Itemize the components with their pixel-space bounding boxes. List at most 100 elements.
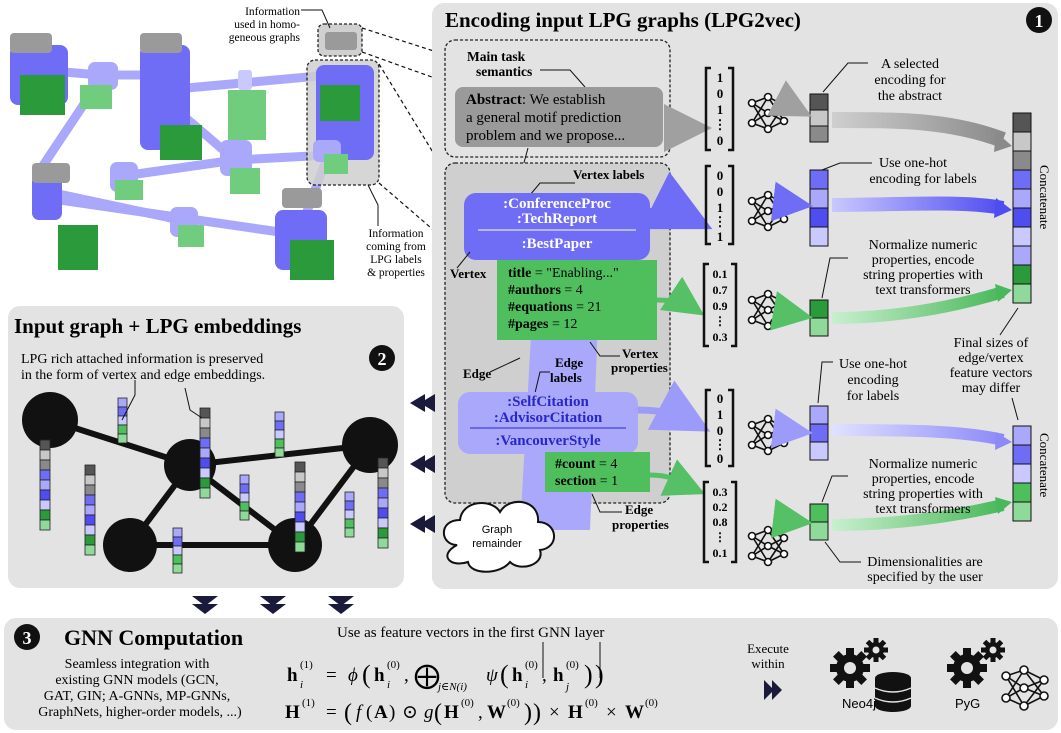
eq-symbol: f [356,702,364,723]
equation-message-passing: h (1) i = ϕ ( h (0) i , ⨁ j∈N(i) ψ ( h (… [287,659,604,693]
vector-value: 0 [717,184,724,199]
note-line: for labels [847,389,899,404]
vector-value: 1 [717,70,724,85]
vertex-label-list: :ConferenceProc :TechReport :BestPaper [478,196,636,252]
vertex-labels-input-arrow [640,171,713,230]
eq-paren: ) [533,700,541,726]
badge-number: 2 [378,349,387,369]
eq-symbol: = [326,665,337,686]
chevron-left-icon [410,394,425,412]
edge-property: #count = 4 [555,457,617,472]
graph-vertex [342,417,398,473]
vector-edge-props: 0.3 0.2 0.8 ⋮ 0.1 [702,480,738,564]
edge-embedding [172,527,183,574]
task-semantics-box [444,39,671,158]
arrowhead [995,497,1012,514]
note-onehot-vertex: Use one-hot encoding for labels [869,156,976,187]
top-lpg-graph: Information used in homo- geneous graphs… [10,6,426,280]
embedding-desc: in the form of vertex and edge embedding… [21,368,265,383]
encoding-title: Encoding input LPG graphs (LPG2vec) [445,8,801,32]
graph-vertex [88,62,118,90]
callout-line [591,493,622,513]
note-line: Normalize numeric [869,238,977,253]
note-line: the abstract [878,89,942,104]
abstract-line: Abstract: We establish [466,92,606,108]
badge-number: 3 [23,628,32,648]
callout-line [1011,397,1019,421]
badge-circle [369,345,395,371]
vector-value: 0.1 [713,546,728,560]
vertex-property-box [160,125,202,160]
gnn-desc-line: GraphNets, higher-order models, ...) [38,705,242,720]
vector-vertex-props: 0.1 0.7 0.9 ⋮ 0.3 [702,262,738,348]
vector-value: 0 [717,168,724,183]
vector-value: 0 [717,423,724,438]
chevron-down-icon [328,596,354,606]
vertex-label-box [140,33,182,53]
eq-paren: ( [344,700,352,726]
eq-operator: ⨁ [414,661,440,690]
note-normalize-vertex: Normalize numeric properties, encode str… [863,238,983,298]
vector-value: 1 [717,407,724,422]
nn-output-arrows [767,80,813,539]
eq-symbol: H [444,702,459,723]
vertex-embedding [377,457,389,549]
vertex-label: :TechReport [517,211,597,227]
vertex-property-box [324,154,348,174]
eq-subscript: j∈N(i) [436,681,467,693]
gear-icon [830,638,888,688]
note-line: encoding for labels [869,172,976,187]
vector-abstract: 1 0 1 ⋮ 0 [704,66,735,152]
eq-symbol: ψ [486,665,499,686]
chevrons-down [192,596,354,614]
vector-value: 0.7 [713,283,728,297]
note-line: used in homo- [234,19,300,31]
note-line: properties, encode [872,253,975,268]
vector-vertex-labels: 0 0 1 ⋮ 1 [704,164,735,246]
note-normalize-edge: Normalize numeric properties, encode str… [863,457,983,517]
note-line: string properties with [863,268,983,283]
graph-edge [125,155,240,180]
eq-paren: ) [595,660,604,689]
remainder-label: remainder [472,538,522,550]
note-line: coming from [366,241,426,253]
vertex-property-box [58,225,98,270]
arrowhead [995,432,1012,450]
vector-value: 1 [717,102,724,117]
concatenated-edge-vector [1012,425,1032,522]
note-line: properties, encode [872,472,975,487]
vector-value: 0 [717,451,724,466]
callout-line [184,387,203,419]
edge-labels-input-arrow [637,380,711,432]
note-homogeneous: Information used in homo- geneous graphs [229,6,301,44]
graph-remainder-cloud: Graph remainder [443,500,555,573]
eq-symbol: h [553,665,564,686]
eq-symbol: , [478,702,483,723]
callout-line [817,361,833,404]
eq-superscript: (0) [585,697,598,709]
edge-properties-caption: properties [612,517,669,532]
abstract-input-arrow [663,103,712,152]
eq-superscript: (1) [302,697,315,709]
vertex-properties-caption: Vertex [622,346,659,361]
vertex-embedding [84,464,96,556]
eq-symbol: ϕ [348,665,358,686]
note-line: Dimensionalities are [867,555,982,570]
eq-paren: ) [584,660,593,689]
note-line: Use one-hot [839,357,907,372]
graph-vertex [32,175,62,220]
note-line: Use one-hot [879,156,947,171]
vector-value: 0.3 [713,485,728,499]
chevron-left-icon [410,455,425,473]
vector-value: ⋮ [714,214,727,229]
concatenated-vertex-vector [1012,112,1032,304]
edge-side-label: Edge [463,366,491,381]
vertex-labels-concat-arrow [831,196,1005,215]
vertex-property-box [290,240,334,280]
eq-symbol: h [512,665,523,686]
eq-subscript: j [564,681,569,693]
neural-net-icon [1001,665,1049,711]
badge-2: 2 [369,345,395,371]
graph-vertex [140,45,190,150]
vertex-property: #equations = 21 [508,300,601,315]
